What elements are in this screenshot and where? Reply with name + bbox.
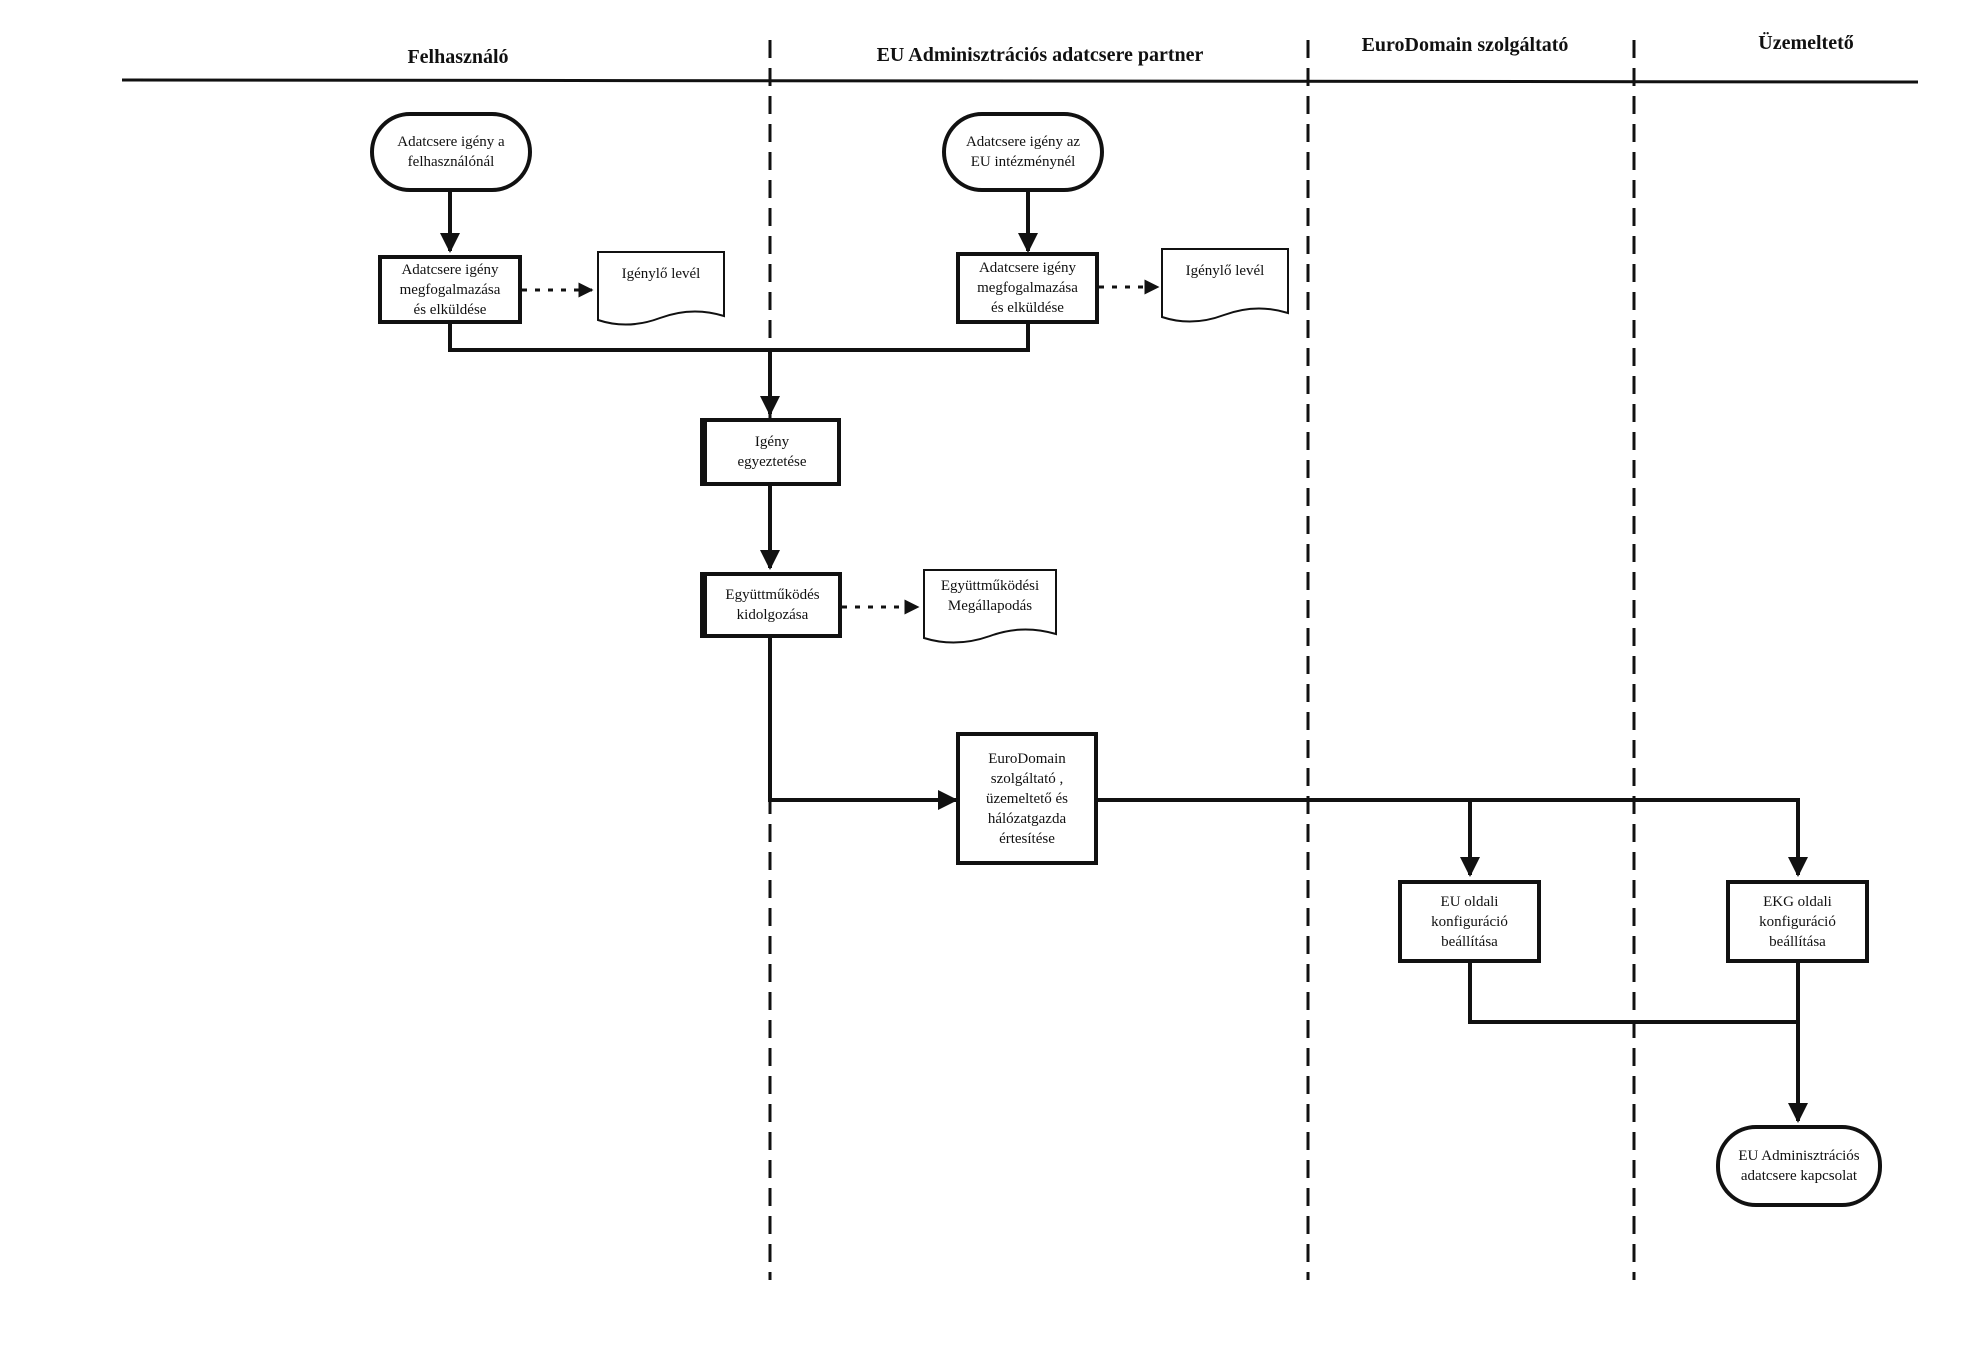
header-line [121,78,1919,84]
connector [1098,798,1808,877]
lane-title-provider: EuroDomain szolgáltató [1361,34,1569,56]
doc-user-document: Igénylő levél [596,250,726,330]
lane-title-operator: Üzemeltető [1758,32,1854,54]
connector [768,638,958,810]
connector [760,324,1030,416]
doc-partner-document: Igénylő levél [1160,247,1290,327]
connector [1468,963,1798,1024]
lane-title-partner: EU Adminisztrációs adatcsere partner [876,44,1204,66]
connector [448,324,770,352]
lane-title-user: Felhasználó [407,46,509,68]
